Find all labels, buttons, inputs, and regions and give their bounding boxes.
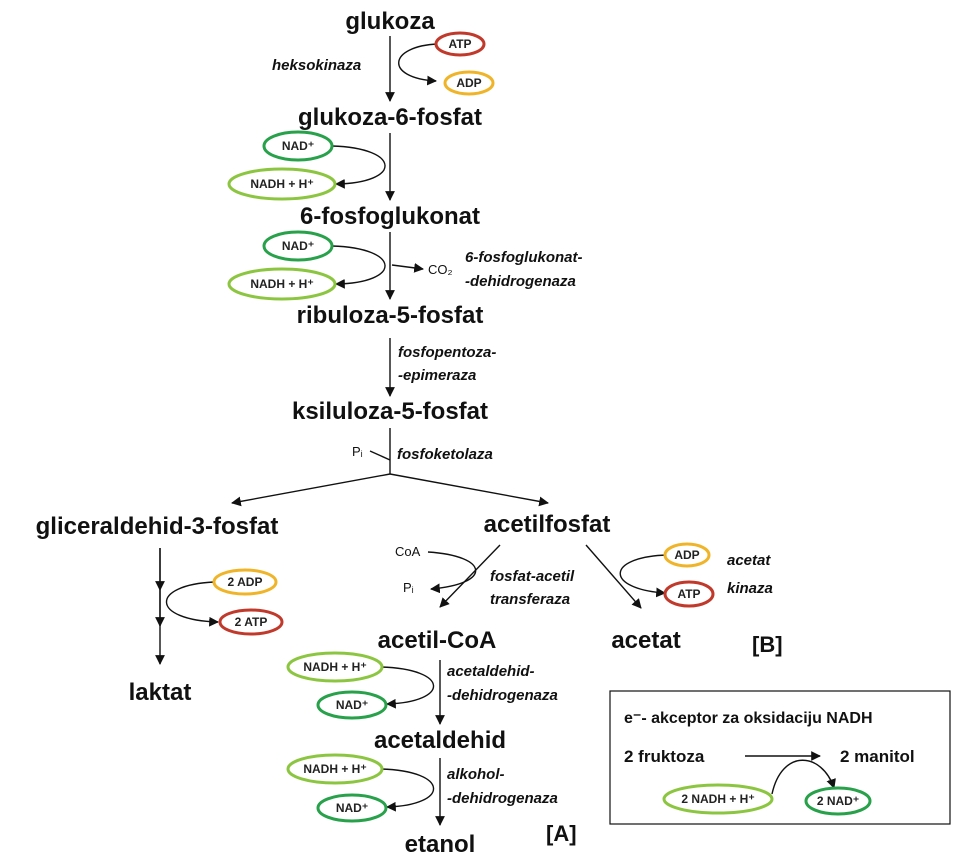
arrow-to-g3p bbox=[231, 473, 391, 507]
oval-nad-2 bbox=[262, 230, 334, 262]
oval-nadh-3 bbox=[286, 651, 384, 683]
enzyme-acetat-kinaza-2: kinaza bbox=[727, 580, 773, 597]
oval-2nadh bbox=[662, 783, 774, 815]
oval-nadh-2 bbox=[227, 267, 337, 301]
oval-atp-b bbox=[663, 580, 715, 608]
label-nadh-3: NADH + H⁺ bbox=[303, 660, 366, 674]
metabolite-glukoza-6-fosfat: glukoza-6-fosfat bbox=[298, 104, 482, 131]
label-2nadh: 2 NADH + H⁺ bbox=[681, 792, 754, 806]
label-nad-4: NAD⁺ bbox=[336, 801, 368, 815]
enzyme-alkohol-dehidrogenaza-2: -dehidrogenaza bbox=[447, 790, 558, 807]
label-atp-b: ATP bbox=[677, 587, 700, 601]
metabolite-acetil-coa: acetil-CoA bbox=[378, 627, 497, 654]
oval-adp-b bbox=[663, 542, 711, 568]
metabolite-acetaldehid: acetaldehid bbox=[374, 727, 506, 754]
box-product: 2 manitol bbox=[840, 747, 915, 766]
metabolite-ksiluloza-5-fosfat: ksiluloza-5-fosfat bbox=[292, 398, 488, 425]
label-nadh-2: NADH + H⁺ bbox=[250, 277, 313, 291]
oval-nad-4 bbox=[316, 793, 388, 823]
metabolite-6-fosfoglukonat: 6-fosfoglukonat bbox=[300, 203, 480, 230]
enzyme-6-fosfoglukonat-dehidrogenaza-1: 6-fosfoglukonat- bbox=[465, 249, 583, 266]
enzyme-acetat-kinaza-1: acetat bbox=[727, 552, 771, 569]
label-2nad: 2 NAD⁺ bbox=[817, 794, 859, 808]
enzyme-acetaldehid-dehidrogenaza-1: acetaldehid- bbox=[447, 663, 535, 680]
metabolite-ribuloza-5-fosfat: ribuloza-5-fosfat bbox=[297, 302, 484, 329]
enzyme-fosfopentoza-epimeraza-2: -epimeraza bbox=[398, 367, 476, 384]
curve-coa-to-pi bbox=[427, 551, 477, 594]
curve-nad-to-nadh-1 bbox=[331, 145, 386, 189]
label-nad-1: NAD⁺ bbox=[282, 139, 314, 153]
label-nad-2: NAD⁺ bbox=[282, 239, 314, 253]
curve-atp-to-adp bbox=[398, 43, 439, 86]
arrow-acetilfosfat-to-acetat bbox=[585, 544, 642, 609]
enzyme-acetaldehid-dehidrogenaza-2: -dehidrogenaza bbox=[447, 687, 558, 704]
metabolite-glukoza: glukoza bbox=[345, 8, 435, 35]
label-pi-2: Pᵢ bbox=[403, 580, 414, 595]
label-2atp: 2 ATP bbox=[235, 615, 268, 629]
oval-2adp bbox=[212, 568, 278, 596]
line-pi-input bbox=[369, 450, 391, 461]
curve-nad-to-nadh-2 bbox=[331, 245, 386, 289]
enzyme-fosfoketolaza: fosfoketolaza bbox=[397, 446, 493, 463]
label-nad-3: NAD⁺ bbox=[336, 698, 368, 712]
label-nadh-4: NADH + H⁺ bbox=[303, 762, 366, 776]
oval-nadh-1 bbox=[227, 167, 337, 201]
label-adp-1: ADP bbox=[456, 76, 481, 90]
enzyme-fosfat-acetiltransferaza-2: transferaza bbox=[490, 591, 570, 608]
label-atp-1: ATP bbox=[448, 37, 471, 51]
label-2adp: 2 ADP bbox=[228, 575, 263, 589]
arrow-acetilfosfat-to-acetilcoa bbox=[439, 544, 501, 608]
curve-nadh-to-nad-3 bbox=[380, 666, 435, 709]
enzyme-fosfat-acetiltransferaza-1: fosfat-acetil bbox=[490, 568, 575, 585]
oval-nad-1 bbox=[262, 130, 334, 162]
curve-adp-to-atp-b bbox=[619, 554, 668, 598]
oval-nad-3 bbox=[316, 690, 388, 720]
metabolite-laktat: laktat bbox=[129, 679, 192, 706]
enzyme-heksokinaza: heksokinaza bbox=[272, 57, 361, 74]
label-pi-1: Pᵢ bbox=[352, 444, 363, 459]
arrow-co2 bbox=[391, 263, 424, 273]
curve-nadh-to-nad-box bbox=[771, 759, 836, 795]
oval-nadh-4 bbox=[286, 753, 384, 785]
metabolite-acetat: acetat bbox=[611, 627, 680, 654]
curve-nadh-to-nad-4 bbox=[380, 768, 435, 812]
tag-a: [A] bbox=[546, 821, 577, 846]
metabolite-acetilfosfat: acetilfosfat bbox=[484, 511, 611, 538]
oval-2atp bbox=[218, 608, 284, 636]
oval-atp-1 bbox=[434, 31, 486, 57]
enzyme-6-fosfoglukonat-dehidrogenaza-2: -dehidrogenaza bbox=[465, 273, 576, 290]
box-substrate: 2 fruktoza bbox=[624, 747, 705, 766]
oval-adp-1 bbox=[443, 70, 495, 96]
enzyme-fosfopentoza-epimeraza-1: fosfopentoza- bbox=[398, 344, 496, 361]
enzyme-alkohol-dehidrogenaza-1: alkohol- bbox=[447, 766, 505, 783]
oval-2nad bbox=[804, 786, 872, 816]
metabolite-etanol: etanol bbox=[405, 831, 476, 858]
tag-b: [B] bbox=[752, 632, 783, 657]
label-co2: CO₂ bbox=[428, 262, 453, 277]
label-nadh-1: NADH + H⁺ bbox=[250, 177, 313, 191]
box-title: e⁻- akceptor za oksidaciju NADH bbox=[624, 710, 873, 727]
label-coa: CoA bbox=[395, 544, 421, 559]
metabolite-gliceraldehid-3-fosfat: gliceraldehid-3-fosfat bbox=[36, 513, 279, 540]
label-adp-b: ADP bbox=[674, 548, 699, 562]
arrow-to-acetilfosfat bbox=[389, 473, 549, 507]
curve-adp-to-atp bbox=[165, 581, 219, 627]
